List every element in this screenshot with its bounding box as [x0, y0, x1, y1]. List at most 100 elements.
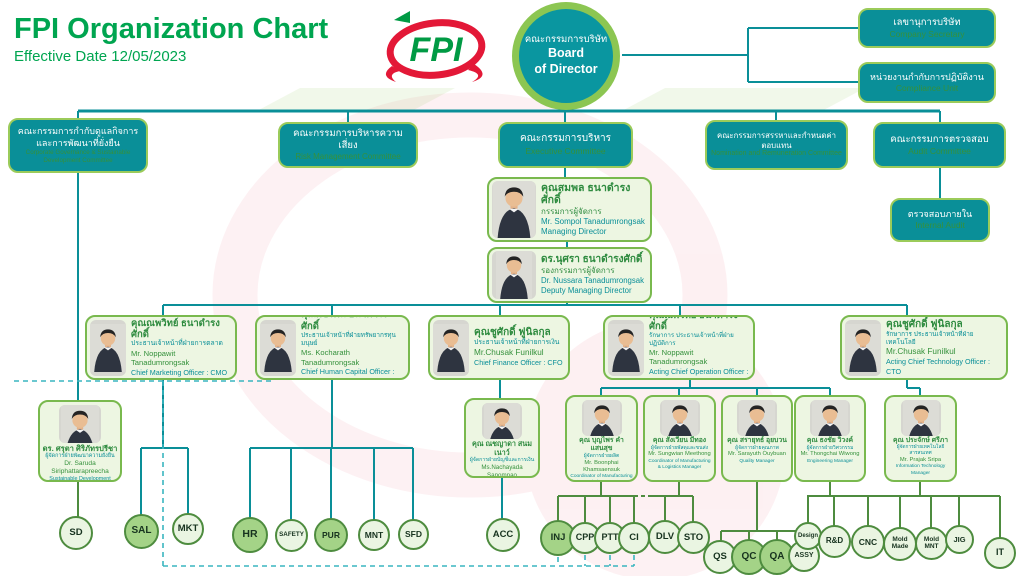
committee-nomination-en: Nomination and Remuneration Committee — [711, 150, 842, 158]
unit-safety: SAFETY — [275, 519, 308, 552]
sd-manager-en-name: Dr. Saruda Siriphattarapreecha — [51, 459, 109, 476]
committee-nomination-thai: คณะกรรมการสรรหาและกำหนดค่าตอบแทน — [716, 130, 837, 150]
cfo-thai-role: ประธานเจ้าหน้าที่ฝ่ายการเงิน — [474, 339, 560, 347]
committee-audit-thai: คณะกรรมการตรวจสอบ — [890, 133, 989, 145]
engineering-manager-thai-name: คุณ ธงชัย วิวงค์ — [806, 437, 854, 444]
managing-director-photo — [492, 181, 536, 238]
manager-card-finance-account: คุณ ณชญาดา สนมเนาว์ ผู้จัดการฝ่ายบัญชีแล… — [464, 398, 540, 478]
unit-sd: SD — [59, 516, 93, 550]
production-manager-en-name: Mr. Boonphai Khamsaensuk — [583, 459, 620, 473]
committee-box-cg-sd: คณะกรรมการกำกับดูแลกิจการ และการพัฒนาที่… — [8, 118, 148, 173]
manager-card-production: คุณ บุญไพร คำแสนสุข ผู้จัดการฝ่ายผลิต Mr… — [565, 395, 638, 482]
deputy-md-thai-role: รองกรรมการผู้จัดการ — [541, 266, 615, 276]
quality-manager-en-name: Mr. Sarayuth Ouybuan — [728, 451, 786, 458]
md-en-name: Mr. Sompol Tanadumrongsak — [541, 216, 645, 226]
cfo-photo — [433, 319, 469, 376]
cmo-thai-name: คุณณพวิทย์ ธนาดำรงศักดิ์ — [131, 317, 220, 341]
company-secretary-thai: เลขานุการบริษัท — [893, 16, 961, 28]
coo-thai-role: รักษาการ ประธานเจ้าหน้าที่ฝ่ายปฏิบัติการ — [649, 332, 734, 348]
engineering-manager-en-name: Mr. Thongchai Wiwong — [800, 451, 860, 458]
unit-it: IT — [984, 537, 1016, 569]
it-manager-en-name: Mr. Prajak Sripa — [899, 457, 942, 464]
acc-manager-thai-name: คุณ ณชญาดา สนมเนาว์ — [472, 439, 532, 457]
fpi-logo: FPI — [385, 11, 486, 82]
manager-card-sustainable-development: ดร. ศรุตา ศิริภัทรปรีชา ผู้จัดการฝ่ายพัฒ… — [38, 400, 122, 482]
logistics-manager-thai-name: คุณ สังเวียน มีทอง — [652, 437, 707, 444]
cmo-en-name: Mr. Noppawit Tanadumrongsak — [131, 348, 190, 368]
committee-box-executive: คณะกรรมการบริหาร Executive Committee — [498, 122, 633, 168]
md-en-role: Managing Director — [541, 226, 607, 236]
it-manager-thai-name: คุณ ประจักษ์ ศรีภา — [892, 437, 949, 444]
company-secretary-en: Company Secretary — [889, 28, 965, 39]
board-en-1: Board — [547, 46, 585, 61]
officer-card-cho: คุณกชรัตน์ ธนาดำรงศักดิ์ ประธานเจ้าหน้าท… — [255, 315, 410, 380]
unit-rnd: R&D — [818, 525, 851, 558]
cto-en-role: Acting Chief Technology Officer : CTO — [886, 357, 991, 376]
cfo-en-name: Mr.Chusak Funilkul — [474, 347, 544, 357]
committee-executive-en: Executive Committee — [525, 145, 606, 156]
it-manager-thai-role: ผู้จัดการฝ่ายเทคโนโลยีสารสนเทศ — [896, 445, 945, 457]
unit-mnt: MNT — [358, 519, 390, 551]
coo-photo — [608, 319, 644, 376]
logistics-manager-photo — [659, 400, 700, 436]
manager-card-engineering: คุณ ธงชัย วิวงค์ ผู้จัดการฝ่ายวิศวกรรม M… — [794, 395, 866, 482]
cfo-en-role: Chief Finance Officer : CFO — [474, 358, 563, 368]
sd-manager-thai-role: ผู้จัดการฝ่ายพัฒนาความยั่งยืน — [45, 453, 115, 460]
officer-card-cto: คุณชูศักดิ์ ฟูนิลกุล รักษาการ ประธานเจ้า… — [840, 315, 1008, 380]
cfo-thai-name: คุณชูศักดิ์ ฟูนิลกุล — [474, 327, 551, 339]
deputy-md-thai-name: ดร.นุศรา ธนาดำรงศักดิ์ — [541, 254, 643, 266]
committee-risk-en: Risk Management Committee — [295, 151, 401, 161]
unit-acc: ACC — [486, 518, 520, 552]
compliance-unit-en: Compliance Unit — [895, 82, 959, 93]
cho-en-role: Chief Human Capital Officer : CHO — [301, 367, 395, 378]
it-manager-photo — [900, 400, 941, 436]
coo-en-role: Acting Chief Operation Officer : COO — [649, 366, 749, 378]
cto-photo — [845, 319, 881, 376]
quality-manager-thai-role: ผู้จัดการฝ่ายคุณภาพ — [735, 445, 779, 452]
engineering-manager-thai-role: ผู้จัดการฝ่ายวิศวกรรม — [806, 445, 854, 452]
cho-thai-name: คุณกชรัตน์ ธนาดำรงศักดิ์ — [301, 317, 388, 332]
page-title: FPI Organization Chart — [14, 13, 329, 45]
cto-thai-name: คุณชูศักดิ์ ฟูนิลกุล — [886, 319, 963, 331]
logistics-manager-en-role: Coordinator of Manufacturing & Logistics… — [648, 458, 711, 470]
acc-manager-en-name: Ms.Nachayada Sanomnao — [481, 463, 523, 478]
committee-box-audit: คณะกรรมการตรวจสอบ Audit Committee — [873, 122, 1006, 168]
unit-sfd: SFD — [398, 519, 429, 550]
cho-thai-role: ประธานเจ้าหน้าที่ฝ่ายทรัพยากรทุนมนุษย์ — [301, 332, 396, 348]
unit-jig: JIG — [945, 525, 974, 554]
quality-manager-thai-name: คุณ สรายุทธ์ อุยบวน — [727, 437, 787, 444]
quality-manager-photo — [737, 400, 777, 436]
cmo-thai-role: ประธานเจ้าหน้าที่ฝ่ายการตลาด — [131, 340, 223, 348]
deputy-md-en-name: Dr. Nussara Tanadumrongsak — [541, 275, 644, 285]
committee-box-risk: คณะกรรมการบริหารความเสี่ยง Risk Manageme… — [278, 122, 418, 168]
committee-cg-sd-en: Corporate Governance & Sustainable Devel… — [25, 148, 131, 164]
officer-card-cfo: คุณชูศักดิ์ ฟูนิลกุล ประธานเจ้าหน้าที่ฝ่… — [428, 315, 570, 380]
managing-director-card: คุณสมพล ธนาดำรงศักดิ์ กรรมการผู้จัดการ M… — [487, 177, 652, 242]
logistics-manager-thai-role: ผู้จัดการฝ่ายพัสดุและขนส่ง — [650, 445, 709, 452]
officer-card-coo: คุณณพวิทย์ ธนาดำรงศักดิ์ รักษาการ ประธาน… — [603, 315, 755, 380]
it-manager-en-role: Information Technology Manager — [895, 464, 946, 476]
committee-audit-en: Audit Committee — [908, 145, 971, 156]
internal-audit-thai: ตรวจสอบภายใน — [907, 209, 973, 220]
production-manager-photo — [581, 400, 622, 436]
officer-card-cmo: คุณณพวิทย์ ธนาดำรงศักดิ์ ประธานเจ้าหน้าท… — [85, 315, 237, 380]
board-en-2: of Director — [534, 61, 598, 76]
production-manager-thai-name: คุณ บุญไพร คำแสนสุข — [579, 437, 624, 453]
watermark-green — [255, 88, 865, 112]
committee-risk-thai: คณะกรรมการบริหารความเสี่ยง — [293, 128, 403, 151]
acc-manager-thai-role: ผู้จัดการฝ่ายบัญชีและการเงิน — [469, 457, 535, 464]
coo-thai-name: คุณณพวิทย์ ธนาดำรงศักดิ์ — [649, 315, 738, 332]
sd-manager-en-role: Sustainable Development Manager — [49, 476, 111, 482]
logistics-manager-en-name: Mr. Sungwian Meethong — [648, 451, 711, 458]
committee-executive-thai: คณะกรรมการบริหาร — [519, 133, 612, 145]
unit-cnc: CNC — [851, 525, 885, 559]
unit-hr: HR — [232, 517, 268, 553]
unit-mold-mnt: Mold MNT — [915, 527, 948, 560]
unit-design: Design — [794, 522, 822, 550]
deputy-md-card: ดร.นุศรา ธนาดำรงศักดิ์ รองกรรมการผู้จัดก… — [487, 247, 652, 303]
manager-card-quality: คุณ สรายุทธ์ อุยบวน ผู้จัดการฝ่ายคุณภาพ … — [721, 395, 793, 482]
internal-audit-box: ตรวจสอบภายใน Internal Audit — [890, 198, 990, 242]
unit-pur: PUR — [314, 518, 348, 552]
deputy-md-en-role: Deputy Managing Director — [541, 285, 632, 295]
